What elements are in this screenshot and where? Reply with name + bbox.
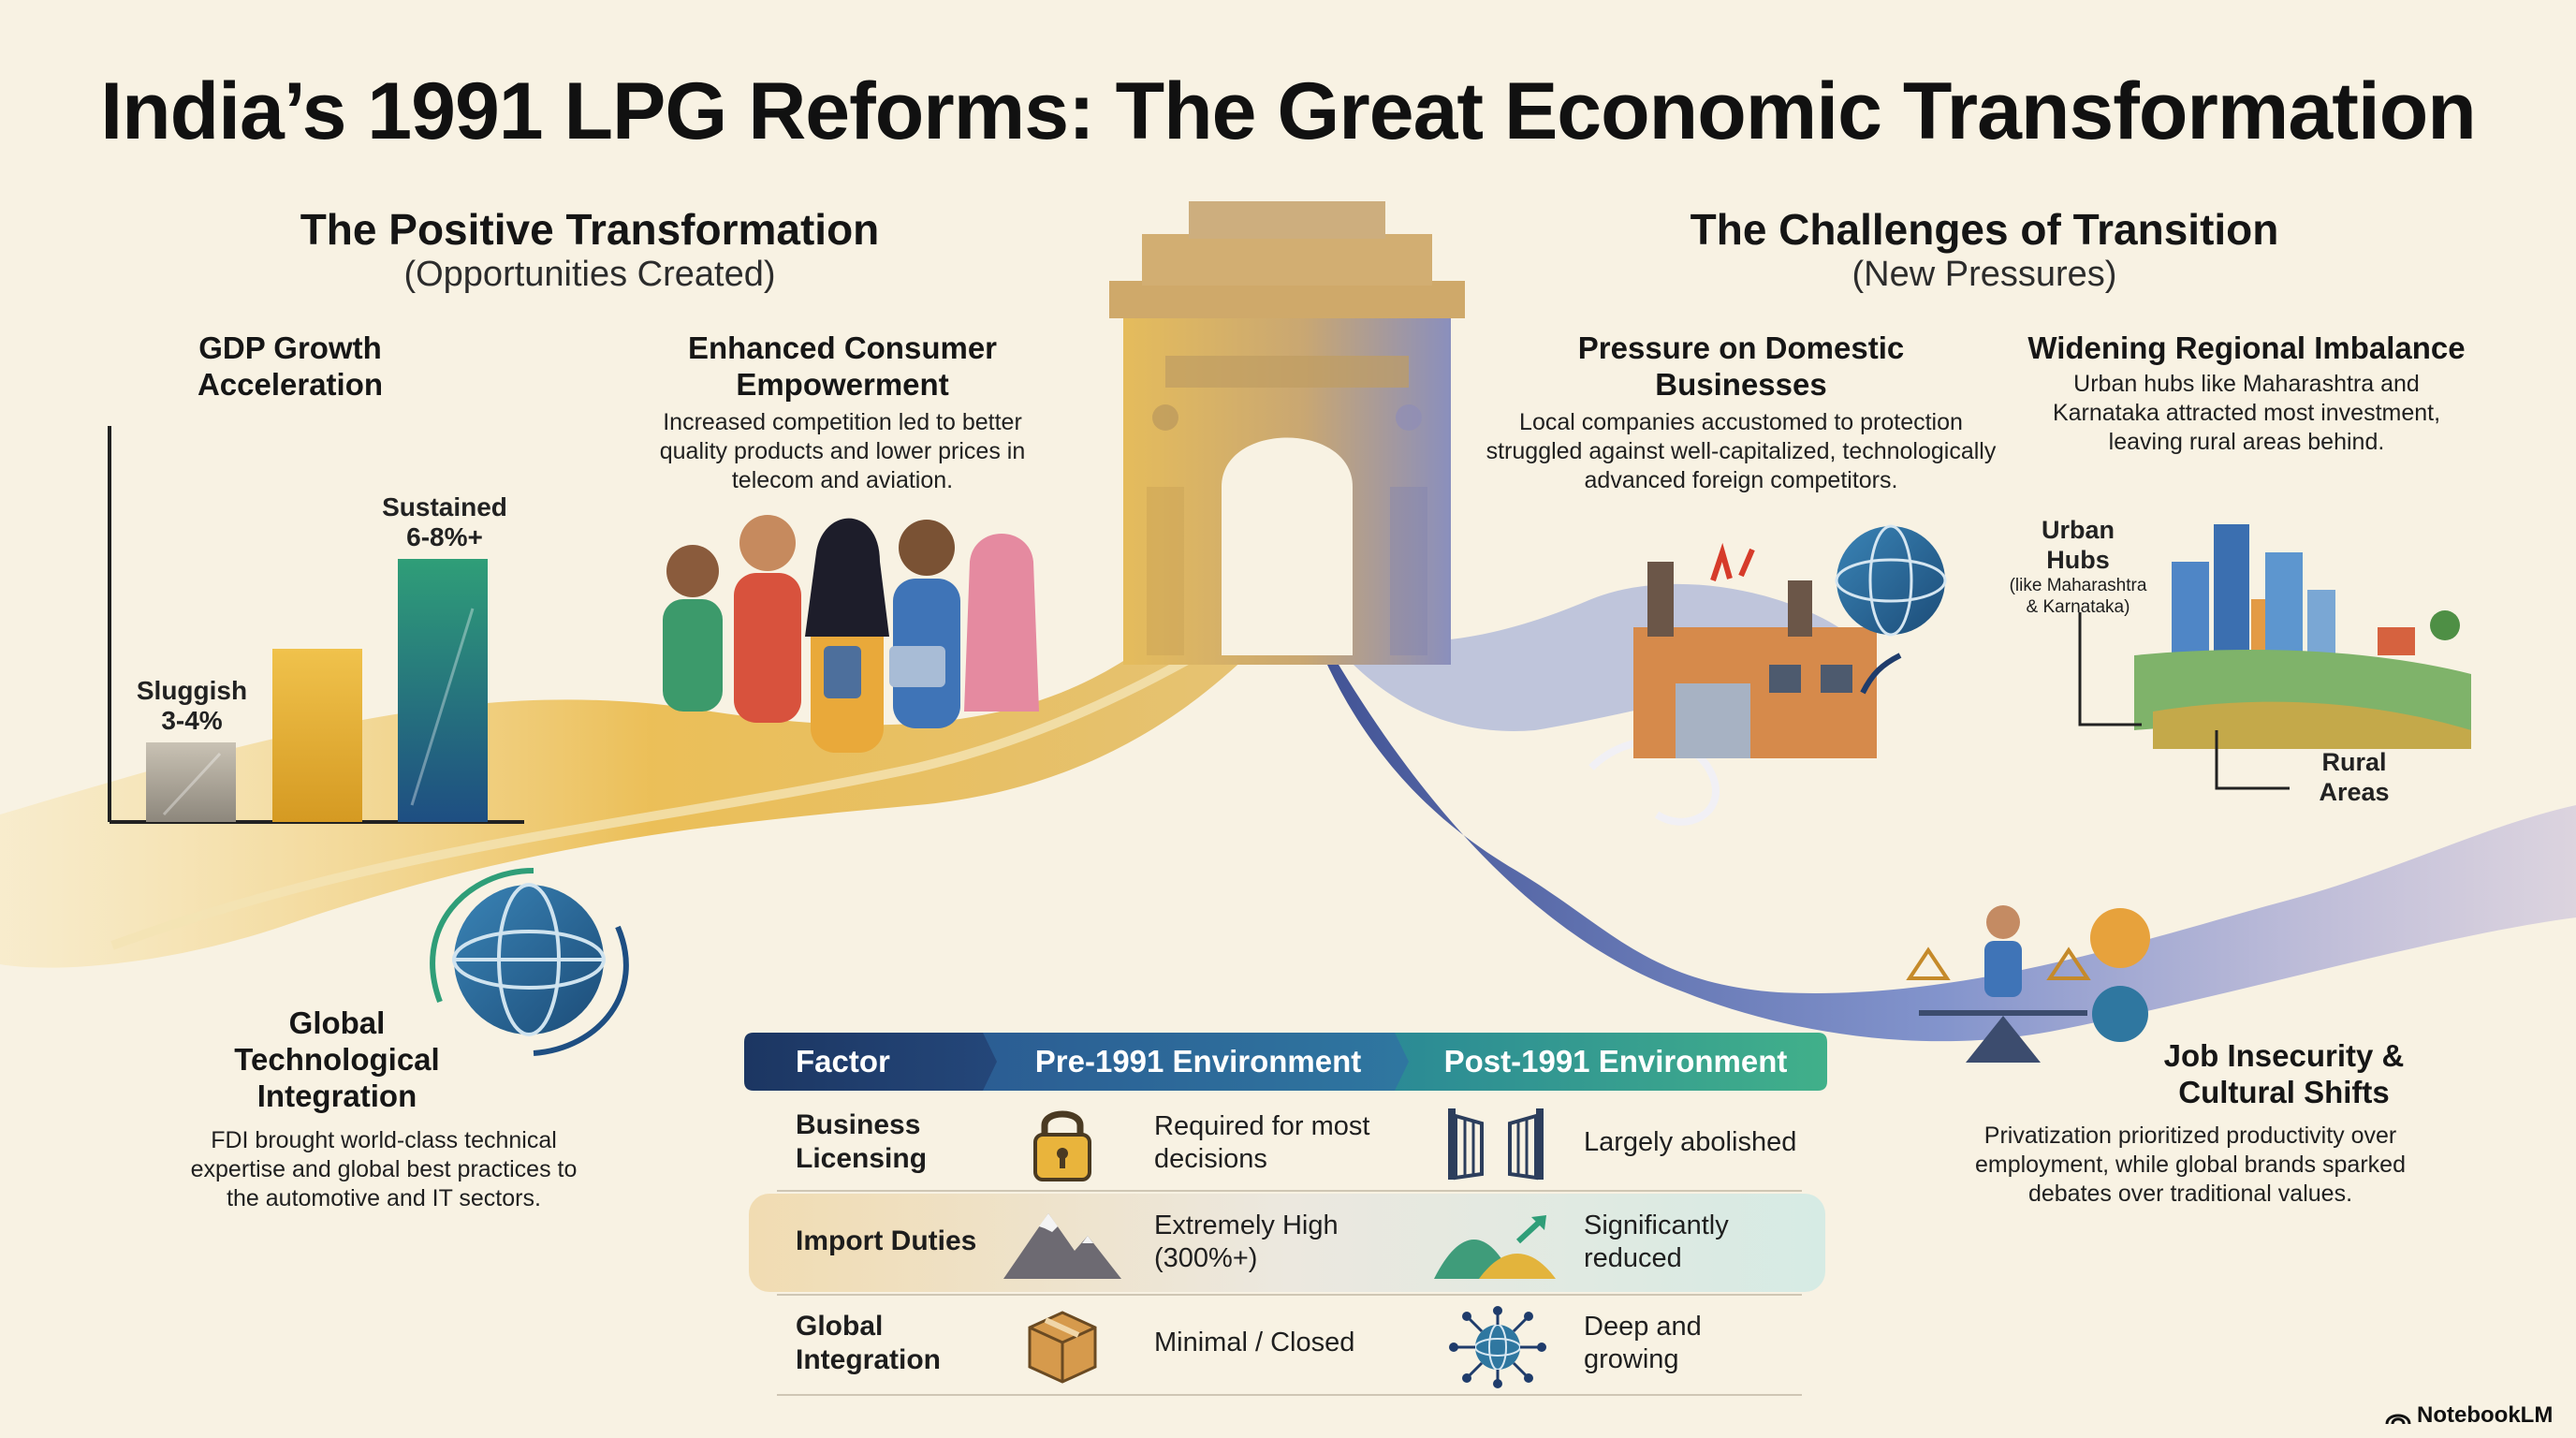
- right-section-subtitle: (New Pressures): [1852, 255, 2117, 294]
- global-tech-description: FDI brought world-class technical expert…: [190, 1127, 578, 1211]
- rural-areas-label: Rural Areas: [2319, 748, 2390, 806]
- page-title: India’s 1991 LPG Reforms: The Great Econ…: [100, 66, 2477, 156]
- urban-rural-illustration: [2134, 524, 2471, 749]
- job-balance-illustration: [1906, 905, 2150, 1063]
- jobs-description: Privatization prioritized productivity o…: [1975, 1123, 2406, 1207]
- gdp-bar-sustained: [398, 559, 488, 822]
- table-row-1-post: Largely abolished: [1584, 1127, 1797, 1157]
- urban-hubs-label: Urban Hubs (like Maharashtra & Karnataka…: [2009, 516, 2147, 617]
- table-row-2-pre: Extremely High (300%+): [1154, 1211, 1339, 1273]
- table-row-1-factor: Business Licensing: [796, 1109, 928, 1174]
- notebooklm-logo-icon: [2385, 1414, 2411, 1425]
- table-header-factor: Factor: [796, 1044, 890, 1078]
- table-row-2-factor: Import Duties: [796, 1225, 977, 1256]
- global-tech-heading: Global Technological Integration: [234, 1005, 440, 1113]
- consumer-crowd-illustration: [663, 515, 1039, 753]
- left-section-subtitle: (Opportunities Created): [403, 255, 776, 294]
- consumer-block: Enhanced Consumer Empowerment Increased …: [659, 330, 1026, 493]
- gdp-bar-label-sustained: Sustained 6-8%+: [382, 492, 507, 551]
- jobs-heading: Job Insecurity & Cultural Shifts: [2163, 1038, 2405, 1109]
- notebooklm-brand: NotebookLM: [2385, 1401, 2572, 1430]
- closed-box-icon: [1028, 1311, 1097, 1384]
- brand-text: NotebookLM: [2417, 1402, 2554, 1428]
- right-section-header: The Challenges of Transition (New Pressu…: [1610, 204, 2359, 295]
- gdp-bar-chart: [108, 426, 524, 824]
- factory-illustration: [1633, 524, 1947, 758]
- gdp-bar-middle: [272, 649, 362, 822]
- domestic-pressure-block: Pressure on Domestic Businesses Local co…: [1486, 330, 1997, 493]
- table-row-2-post: Significantly reduced: [1584, 1211, 1729, 1273]
- gdp-bar-sluggish: [146, 742, 236, 822]
- mountain-icon: [1003, 1213, 1121, 1279]
- padlock-icon: [1033, 1110, 1091, 1181]
- table-row-3-factor: Global Integration: [796, 1311, 941, 1375]
- regional-imbalance-block: Widening Regional Imbalance Urban hubs l…: [2027, 330, 2466, 455]
- right-section-title: The Challenges of Transition: [1690, 205, 2279, 254]
- table-row-1-pre: Required for most decisions: [1154, 1111, 1370, 1174]
- left-section-header: The Positive Transformation (Opportuniti…: [225, 204, 955, 295]
- gdp-bar-label-sluggish: Sluggish 3-4%: [136, 676, 248, 735]
- tech-globe-illustration: [430, 868, 629, 1056]
- india-gate-illustration: [1109, 201, 1465, 665]
- table-header-post-1991: Post-1991 Environment: [1443, 1044, 1788, 1078]
- hills-arrow-icon: [1434, 1215, 1556, 1279]
- gdp-heading: GDP Growth Acceleration: [197, 330, 384, 402]
- open-gate-icon: [1448, 1108, 1544, 1181]
- network-globe-icon: [1449, 1306, 1546, 1388]
- table-row-3-post: Deep and growing: [1584, 1312, 1702, 1374]
- left-section-title: The Positive Transformation: [300, 205, 880, 254]
- table-row-3-pre: Minimal / Closed: [1154, 1328, 1355, 1357]
- table-header-pre-1991: Pre-1991 Environment: [1034, 1044, 1362, 1078]
